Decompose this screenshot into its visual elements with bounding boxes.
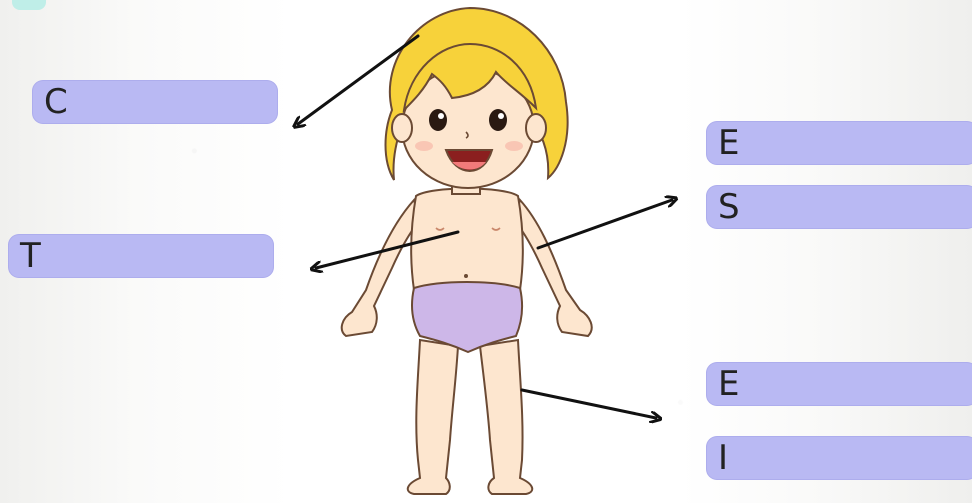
navel bbox=[464, 274, 468, 278]
legs bbox=[408, 340, 533, 494]
